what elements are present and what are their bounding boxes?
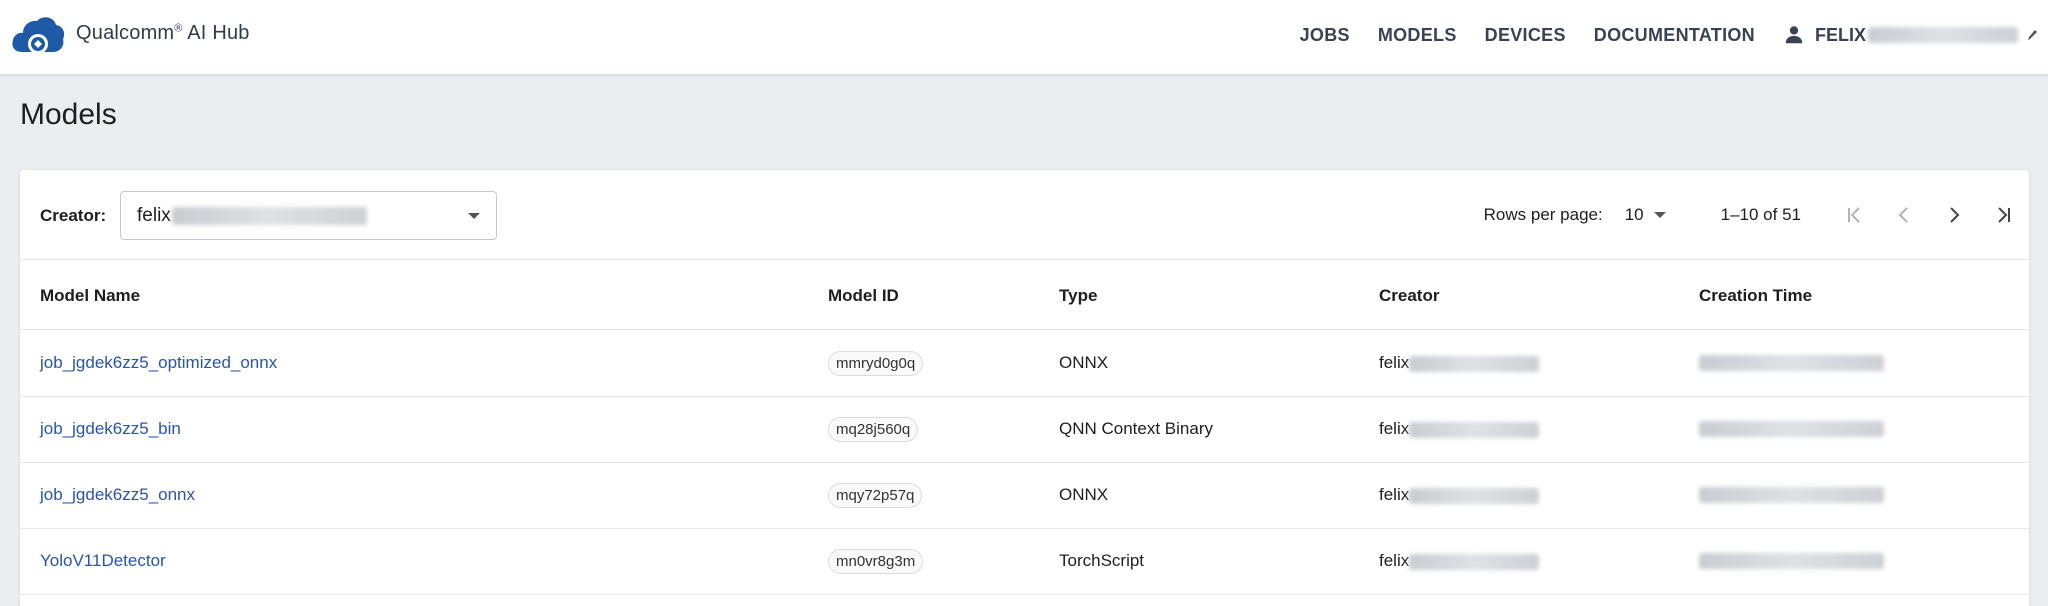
brand-registered-mark: ® — [174, 22, 183, 35]
model-creator: felix — [1379, 419, 1540, 439]
previous-page-button[interactable] — [1879, 195, 1929, 235]
nav-devices[interactable]: DEVICES — [1484, 24, 1566, 45]
creation-time-redacted — [1699, 421, 1884, 437]
creator-email-redacted — [1409, 487, 1540, 504]
nav-documentation[interactable]: DOCUMENTATION — [1593, 24, 1755, 45]
person-icon — [1785, 26, 1803, 44]
pagination-range: 1–10 of 51 — [1720, 205, 1801, 224]
model-id-chip: mmryd0g0q — [828, 351, 924, 376]
model-creator: felix — [1379, 551, 1540, 571]
chevron-left-icon — [1898, 207, 1908, 223]
last-page-icon — [1998, 207, 2010, 223]
column-header-creation-time[interactable]: Creation Time — [1699, 286, 1813, 305]
first-page-button[interactable] — [1829, 195, 1879, 235]
next-page-button[interactable] — [1929, 195, 1979, 235]
filter-toolbar: Creator: felix Rows per page: 10 1–10 of… — [20, 170, 2029, 260]
nav-jobs[interactable]: JOBS — [1299, 24, 1350, 45]
main-nav: JOBS MODELS DEVICES DOCUMENTATION FELIX — [1300, 0, 2048, 70]
creator-email-redacted — [1409, 355, 1540, 372]
nav-models[interactable]: MODELS — [1377, 24, 1457, 45]
rows-per-page-select[interactable]: 10 — [1625, 205, 1666, 225]
pagination: Rows per page: 10 1–10 of 51 — [1484, 170, 2029, 260]
column-header-model-id[interactable]: Model ID — [828, 286, 899, 305]
dropdown-arrow-icon — [468, 213, 480, 219]
creator-email-redacted — [171, 206, 367, 225]
creator-email-redacted — [1409, 421, 1540, 438]
edit-icon[interactable] — [2026, 28, 2038, 42]
model-name-link[interactable]: job_jgdek6zz5_onnx — [40, 485, 196, 504]
creator-name: felix — [1379, 485, 1410, 504]
creation-time-redacted — [1699, 487, 1884, 503]
model-type: QNN Context Binary — [1059, 419, 1213, 438]
chevron-right-icon — [1950, 207, 1960, 223]
model-name-link[interactable]: job_jgdek6zz5_optimized_onnx — [40, 353, 278, 372]
rows-per-page-value: 10 — [1624, 205, 1644, 224]
creation-time-redacted — [1699, 553, 1884, 569]
brand-text: Qualcomm — [76, 22, 175, 44]
column-header-type[interactable]: Type — [1059, 286, 1098, 305]
models-card: Creator: felix Rows per page: 10 1–10 of… — [20, 170, 2029, 606]
model-id-chip: mq28j560q — [828, 417, 919, 442]
model-type: TorchScript — [1059, 551, 1145, 570]
top-bar: Qualcomm® AI Hub JOBS MODELS DEVICES DOC… — [0, 0, 2048, 74]
last-page-button[interactable] — [1979, 195, 2029, 235]
rows-per-page-label: Rows per page: — [1483, 205, 1603, 224]
creator-filter-label: Creator: — [40, 206, 107, 225]
creator-name: felix — [1379, 419, 1410, 438]
table-row[interactable]: job_jgdek6zz5_onnx mqy72p57q ONNX felix — [20, 463, 2029, 529]
page-title: Models — [20, 98, 117, 131]
creator-name: felix — [1379, 353, 1410, 372]
column-header-model-name[interactable]: Model Name — [40, 286, 141, 305]
model-type: ONNX — [1059, 485, 1109, 504]
model-type: ONNX — [1059, 353, 1109, 372]
first-page-icon — [1848, 207, 1860, 223]
model-creator: felix — [1379, 485, 1540, 505]
user-name: FELIX — [1814, 24, 1866, 45]
model-id-chip: mqy72p57q — [828, 483, 923, 508]
qualcomm-cloud-logo-icon[interactable] — [10, 12, 66, 58]
creator-select-value: felix — [137, 204, 171, 226]
creator-name: felix — [1379, 551, 1410, 570]
model-name-link[interactable]: job_jgdek6zz5_bin — [40, 419, 181, 438]
model-id-chip: mn0vr8g3m — [828, 549, 924, 574]
table-header: Model Name Model ID Type Creator Creatio… — [20, 260, 2029, 330]
creation-time-redacted — [1699, 355, 1884, 371]
model-name-link[interactable]: YoloV11Detector — [40, 551, 166, 570]
user-menu[interactable]: FELIX — [1783, 24, 2038, 46]
table-row[interactable]: YoloV11Detector mn0vr8g3m TorchScript fe… — [20, 529, 2029, 595]
brand-suffix: AI Hub — [182, 22, 250, 44]
model-creator: felix — [1379, 353, 1540, 373]
creator-email-redacted — [1409, 553, 1540, 570]
dropdown-arrow-icon — [1653, 212, 1666, 218]
column-header-creator[interactable]: Creator — [1379, 286, 1440, 305]
brand-name[interactable]: Qualcomm® AI Hub — [76, 22, 250, 45]
table-row[interactable]: job_jgdek6zz5_bin mq28j560q QNN Context … — [20, 397, 2029, 463]
user-email-redacted — [1868, 27, 2018, 43]
table-row[interactable]: job_jgdek6zz5_optimized_onnx mmryd0g0q O… — [20, 331, 2029, 397]
creator-select[interactable]: felix — [120, 191, 497, 240]
